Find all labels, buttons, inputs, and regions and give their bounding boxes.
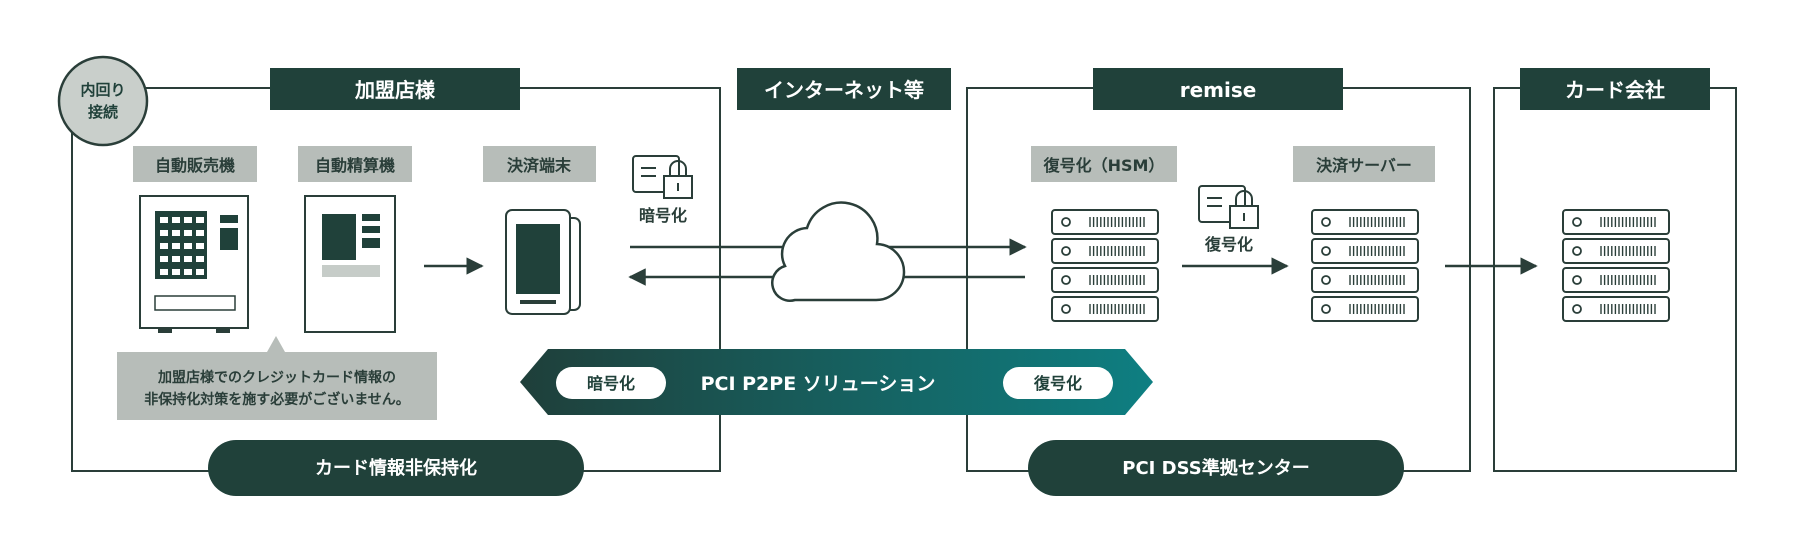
server-led (1572, 304, 1582, 314)
remise-box: remise (966, 68, 1471, 472)
terminal-label: 決済端末 (507, 156, 572, 175)
note-line1: 加盟店様でのクレジットカード情報の (157, 369, 396, 386)
p2pe-encrypt-pill (556, 367, 666, 399)
vending-machine-icon (139, 195, 249, 333)
p2pe-title: PCI P2PE ソリューション (701, 373, 936, 395)
kiosk-label: 自動精算機 (315, 156, 395, 175)
device-label-terminal: 決済端末 (483, 146, 596, 182)
kiosk-icon (304, 195, 396, 333)
card-company-box: カード会社 (1493, 68, 1737, 472)
remise-footer: PCI DSS準拠センター (1122, 457, 1309, 479)
server-led (1572, 246, 1582, 256)
badge-line1: 内回り (80, 81, 125, 99)
merchant-footer: カード情報非保持化 (315, 457, 477, 479)
server-led (1061, 217, 1071, 227)
server-led (1061, 304, 1071, 314)
server-led (1061, 275, 1071, 285)
merchant-header: 加盟店様 (354, 78, 436, 102)
p2pe-encrypt-label: 暗号化 (587, 374, 635, 393)
hsm-label-tag: 復号化（HSM） (1031, 146, 1177, 182)
device-label-vending: 自動販売機 (133, 146, 257, 182)
payment-server-label: 決済サーバー (1316, 156, 1412, 175)
decrypt-lock-icon (1198, 185, 1259, 229)
vending-label: 自動販売機 (155, 156, 235, 175)
server-led (1321, 275, 1331, 285)
server-stacks (1051, 209, 1670, 322)
terminal-icon (505, 209, 581, 315)
server-led (1321, 304, 1331, 314)
server-led (1321, 217, 1331, 227)
server-led (1321, 246, 1331, 256)
note-bubble: 加盟店様でのクレジットカード情報の 非保持化対策を施す必要がございません。 (117, 336, 437, 420)
cloud-icon (771, 201, 906, 302)
payment-server-icon (1311, 209, 1419, 322)
p2pe-decrypt-label: 復号化 (1033, 374, 1082, 393)
server-led (1572, 275, 1582, 285)
merchant-encrypt-label: 暗号化 (639, 206, 687, 225)
device-label-kiosk: 自動精算機 (298, 146, 412, 182)
lock-card-icon (632, 155, 693, 199)
badge-line2: 接続 (88, 103, 118, 121)
internet-label: インターネット等 (764, 78, 924, 102)
remise-decrypt-label: 復号化 (1204, 235, 1253, 254)
card-company-server-icon (1562, 209, 1670, 322)
hsm-label: 復号化（HSM） (1043, 156, 1165, 175)
p2pe-banner: 暗号化 PCI P2PE ソリューション 復号化 (520, 349, 1153, 415)
remise-header: remise (1180, 78, 1257, 102)
card-company-header: カード会社 (1565, 78, 1665, 102)
server-led (1061, 246, 1071, 256)
inner-connection-badge: 内回り 接続 (57, 55, 149, 147)
internet-header: インターネット等 (737, 68, 951, 110)
payment-server-label-tag: 決済サーバー (1293, 146, 1435, 182)
p2pe-decrypt-pill (1003, 367, 1113, 399)
hsm-server-icon (1051, 209, 1159, 322)
merchant-footer-pill: カード情報非保持化 (208, 440, 584, 496)
remise-footer-pill: PCI DSS準拠センター (1028, 440, 1404, 496)
server-led (1572, 217, 1582, 227)
note-line2: 非保持化対策を施す必要がございません。 (144, 391, 410, 408)
